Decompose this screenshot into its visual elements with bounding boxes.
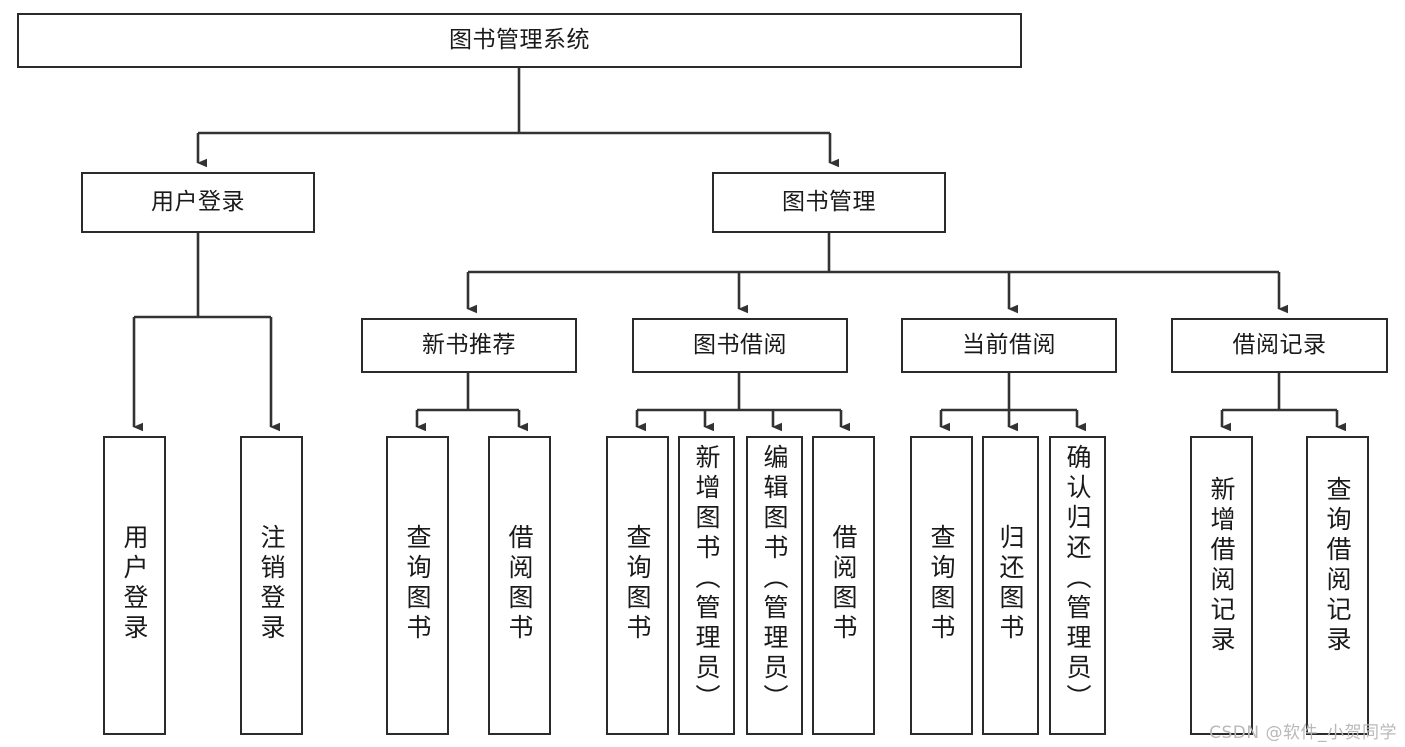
node-label: 确认归还（管理员） (1063, 444, 1092, 714)
leaf-query-book-3[interactable]: 查询图书 (910, 436, 973, 735)
node-label: 借阅图书 (829, 524, 858, 644)
node-label: 借阅记录 (1232, 331, 1327, 358)
node-label: 借阅图书 (505, 524, 534, 644)
node-label: 图书管理 (782, 188, 876, 215)
node-borrow-record[interactable]: 借阅记录 (1171, 318, 1388, 373)
leaf-user-login[interactable]: 用户登录 (103, 436, 166, 735)
leaf-add-record[interactable]: 新增借阅记录 (1190, 436, 1253, 735)
leaf-user-logout[interactable]: 注销登录 (240, 436, 303, 735)
node-label: 图书管理系统 (449, 26, 590, 53)
leaf-query-book-2[interactable]: 查询图书 (606, 436, 669, 735)
node-label: 当前借阅 (962, 331, 1056, 358)
leaf-add-book[interactable]: 新增图书（管理员） (678, 436, 735, 735)
node-root-system[interactable]: 图书管理系统 (17, 13, 1022, 68)
leaf-return-book[interactable]: 归还图书 (982, 436, 1039, 735)
node-current-borrow[interactable]: 当前借阅 (901, 318, 1117, 373)
node-label: 注销登录 (257, 524, 286, 644)
node-label: 归还图书 (996, 524, 1025, 644)
node-user-login[interactable]: 用户登录 (81, 172, 315, 233)
leaf-query-book-1[interactable]: 查询图书 (386, 436, 449, 735)
leaf-borrow-book-2[interactable]: 借阅图书 (812, 436, 875, 735)
leaf-edit-book[interactable]: 编辑图书（管理员） (746, 436, 803, 735)
leaf-query-record[interactable]: 查询借阅记录 (1306, 436, 1369, 735)
node-label: 图书借阅 (693, 331, 787, 358)
node-label: 用户登录 (151, 188, 245, 215)
node-label: 查询图书 (927, 524, 956, 644)
node-new-book-recommend[interactable]: 新书推荐 (361, 318, 577, 373)
watermark-text: CSDN @软件_小贺同学 (1209, 723, 1397, 743)
node-label: 新增图书（管理员） (692, 444, 721, 714)
node-label: 编辑图书（管理员） (760, 444, 789, 714)
node-label: 查询图书 (403, 524, 432, 644)
node-book-management[interactable]: 图书管理 (712, 172, 946, 233)
node-label: 查询图书 (623, 524, 652, 644)
node-label: 新书推荐 (422, 331, 516, 358)
node-book-borrow[interactable]: 图书借阅 (632, 318, 848, 373)
node-label: 新增借阅记录 (1207, 476, 1236, 656)
node-label: 查询借阅记录 (1323, 476, 1352, 656)
leaf-confirm-return[interactable]: 确认归还（管理员） (1049, 436, 1106, 735)
node-label: 用户登录 (120, 524, 149, 644)
leaf-borrow-book-1[interactable]: 借阅图书 (488, 436, 551, 735)
